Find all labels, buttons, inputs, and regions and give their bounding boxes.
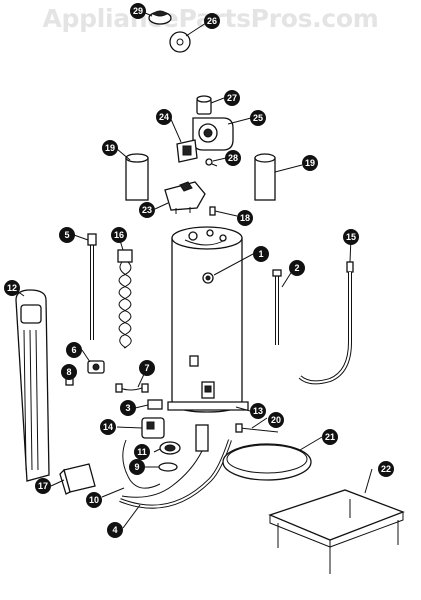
part-22-stand[interactable]	[268, 489, 405, 574]
callout-6[interactable]: 6	[66, 342, 82, 358]
svg-text:7: 7	[144, 363, 149, 373]
part-28-screw[interactable]	[205, 158, 218, 167]
svg-text:28: 28	[228, 153, 238, 163]
callout-25[interactable]: 25	[250, 110, 266, 126]
callout-4[interactable]: 4	[107, 522, 123, 538]
part-11-burner[interactable]	[159, 441, 181, 455]
part-25-blower-assembly[interactable]	[192, 117, 234, 151]
callout-12[interactable]: 12	[4, 280, 20, 296]
svg-text:25: 25	[253, 113, 263, 123]
callout-24[interactable]: 24	[156, 109, 172, 125]
part-18-screw[interactable]	[209, 206, 216, 216]
callout-23[interactable]: 23	[139, 202, 155, 218]
callout-7[interactable]: 7	[139, 360, 155, 376]
callout-1[interactable]: 1	[253, 246, 269, 262]
svg-text:17: 17	[38, 481, 48, 491]
callout-14[interactable]: 14	[100, 419, 116, 435]
callout-3[interactable]: 3	[120, 400, 136, 416]
part-16-flex-tube[interactable]	[117, 249, 133, 349]
part-26-washer[interactable]	[169, 31, 191, 53]
svg-text:20: 20	[271, 415, 281, 425]
svg-text:27: 27	[227, 93, 237, 103]
part-6-fitting[interactable]	[87, 360, 105, 374]
callout-28[interactable]: 28	[225, 150, 241, 166]
svg-text:5: 5	[64, 230, 69, 240]
part-20-rod[interactable]	[235, 423, 279, 433]
part-5-anode-rod[interactable]	[87, 233, 97, 340]
callout-29[interactable]: 29	[130, 3, 146, 19]
callout-5[interactable]: 5	[59, 227, 75, 243]
svg-text:29: 29	[133, 6, 143, 16]
part-14-gas-valve[interactable]	[141, 417, 165, 439]
svg-text:1: 1	[258, 249, 263, 259]
svg-text:19: 19	[105, 143, 115, 153]
part-24-gasket[interactable]	[176, 139, 198, 163]
svg-text:14: 14	[103, 422, 113, 432]
part-27-fitting[interactable]	[196, 95, 212, 115]
callout-9[interactable]: 9	[129, 459, 145, 475]
part-21-ring[interactable]	[222, 443, 312, 481]
svg-text:26: 26	[207, 16, 217, 26]
part-3-electrode[interactable]	[147, 399, 163, 410]
svg-text:3: 3	[125, 403, 130, 413]
svg-text:18: 18	[240, 213, 250, 223]
part-23-draft-hood[interactable]	[164, 181, 206, 214]
callout-11[interactable]: 11	[134, 444, 150, 460]
part-2-dip-tube[interactable]	[272, 269, 282, 345]
svg-text:4: 4	[112, 525, 117, 535]
part-15-flex-line[interactable]	[298, 261, 354, 385]
part-29-knob[interactable]	[148, 10, 172, 25]
svg-text:21: 21	[325, 432, 335, 442]
part-10-thermocouple[interactable]	[122, 439, 161, 489]
part-7-igniter[interactable]	[115, 383, 149, 393]
svg-text:24: 24	[159, 112, 169, 122]
svg-text:8: 8	[66, 367, 71, 377]
svg-text:23: 23	[142, 205, 152, 215]
callout-13[interactable]: 13	[250, 403, 266, 419]
svg-text:2: 2	[294, 263, 299, 273]
part-9-orifice[interactable]	[158, 462, 178, 472]
part-4-gas-tube[interactable]	[119, 439, 232, 509]
part-17-control-box[interactable]	[59, 463, 96, 495]
callout-8[interactable]: 8	[61, 364, 77, 380]
callout-16[interactable]: 16	[111, 227, 127, 243]
part-19-vent-pipe-right[interactable]	[254, 153, 276, 201]
svg-text:22: 22	[381, 464, 391, 474]
callout-2[interactable]: 2	[289, 260, 305, 276]
callout-18[interactable]: 18	[237, 210, 253, 226]
svg-text:16: 16	[114, 230, 124, 240]
part-1-tank[interactable]	[171, 226, 243, 413]
callout-21[interactable]: 21	[322, 429, 338, 445]
svg-text:9: 9	[134, 462, 139, 472]
callout-26[interactable]: 26	[204, 13, 220, 29]
svg-text:10: 10	[89, 495, 99, 505]
callout-27[interactable]: 27	[224, 90, 240, 106]
svg-text:15: 15	[346, 232, 356, 242]
svg-text:6: 6	[71, 345, 76, 355]
callout-22[interactable]: 22	[378, 461, 394, 477]
svg-text:13: 13	[253, 406, 263, 416]
callout-19-right[interactable]: 19	[302, 155, 318, 171]
callout-19-left[interactable]: 19	[102, 140, 118, 156]
part-12-access-panel[interactable]	[15, 289, 50, 482]
callout-20[interactable]: 20	[268, 412, 284, 428]
svg-text:12: 12	[7, 283, 17, 293]
callout-15[interactable]: 15	[343, 229, 359, 245]
part-19-vent-pipe-left[interactable]	[125, 153, 149, 201]
svg-text:19: 19	[305, 158, 315, 168]
svg-text:11: 11	[137, 447, 147, 457]
callout-10[interactable]: 10	[86, 492, 102, 508]
callout-17[interactable]: 17	[35, 478, 51, 494]
part-13-manifold[interactable]	[121, 401, 249, 498]
